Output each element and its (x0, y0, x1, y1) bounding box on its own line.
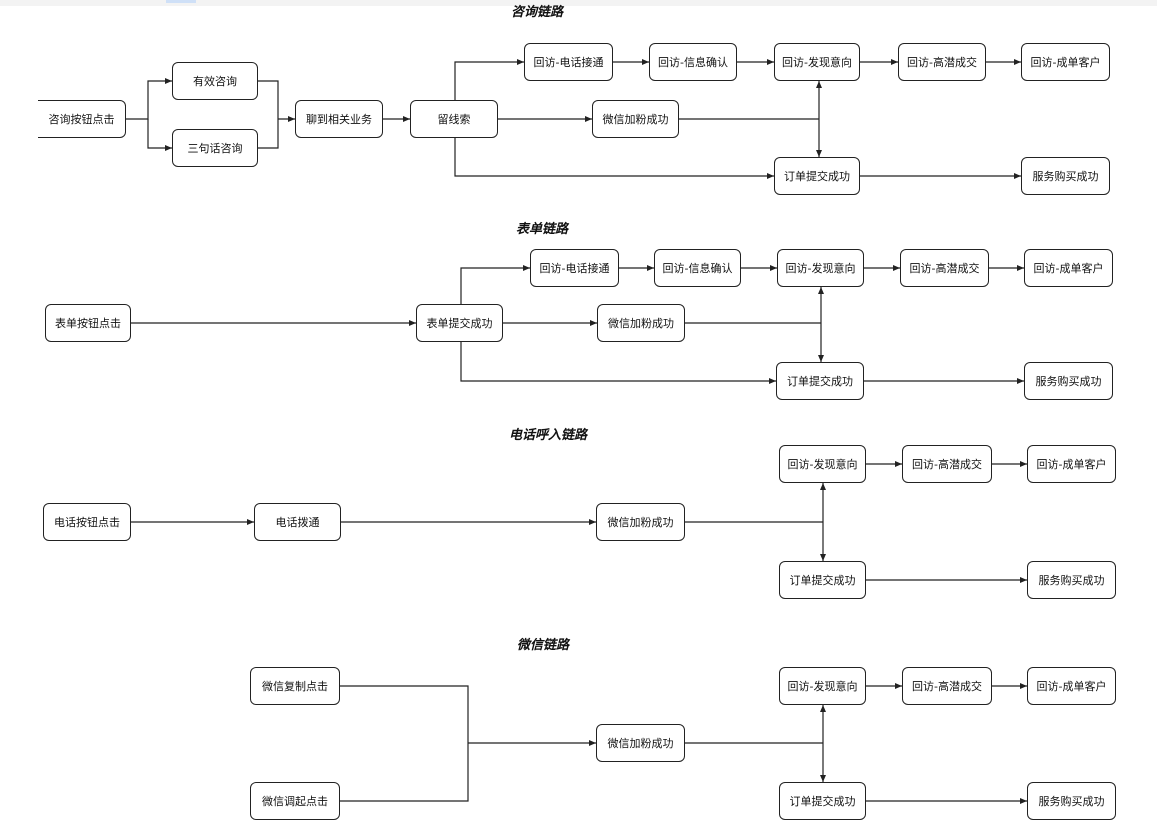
node-find-intent: 回访-发现意向 (779, 667, 866, 705)
top-bar (0, 0, 1157, 6)
node-deal-customer: 回访-成单客户 (1021, 43, 1110, 81)
edge (460, 342, 776, 384)
node-info-confirm: 回访-信息确认 (649, 43, 737, 81)
node-order-submit: 订单提交成功 (779, 561, 866, 599)
node-find-intent: 回访-发现意向 (777, 249, 864, 287)
node-wechat-fans: 微信加粉成功 (596, 724, 685, 762)
node-high-potential: 回访-高潜成交 (902, 667, 992, 705)
edge (258, 80, 279, 149)
node-phone-dial: 电话拨通 (254, 503, 341, 541)
node-high-potential: 回访-高潜成交 (898, 43, 986, 81)
node-phone-connected: 回访-电话接通 (530, 249, 619, 287)
section-title-consult: 咨询链路 (510, 5, 564, 20)
node-phone-click: 电话按钮点击 (43, 503, 131, 541)
node-form-submit: 表单提交成功 (416, 304, 503, 342)
node-service-buy: 服务购买成功 (1027, 561, 1116, 599)
node-order-submit: 订单提交成功 (779, 782, 866, 820)
section-title-form: 表单链路 (515, 222, 569, 237)
node-order-submit: 订单提交成功 (774, 157, 860, 195)
edge (147, 119, 172, 151)
node-phone-connected: 回访-电话接通 (524, 43, 613, 81)
node-service-buy: 服务购买成功 (1024, 362, 1113, 400)
node-deal-customer: 回访-成单客户 (1027, 445, 1116, 483)
edge (454, 138, 774, 179)
node-wechat-fans: 微信加粉成功 (597, 304, 685, 342)
node-chat-business: 聊到相关业务 (295, 100, 383, 138)
edge (340, 685, 469, 802)
node-high-potential: 回访-高潜成交 (900, 249, 989, 287)
node-valid-consult: 有效咨询 (172, 62, 258, 100)
node-wechat-copy-click: 微信复制点击 (250, 667, 340, 705)
node-find-intent: 回访-发现意向 (774, 43, 860, 81)
node-leave-lead: 留线索 (410, 100, 498, 138)
tab-indicator (166, 0, 196, 3)
node-high-potential: 回访-高潜成交 (902, 445, 992, 483)
section-title-wechat: 微信链路 (516, 638, 570, 653)
node-find-intent: 回访-发现意向 (779, 445, 866, 483)
node-wechat-fans: 微信加粉成功 (592, 100, 679, 138)
edge (454, 59, 524, 100)
edge (460, 265, 530, 304)
node-info-confirm: 回访-信息确认 (654, 249, 741, 287)
node-form-click: 表单按钮点击 (45, 304, 131, 342)
node-wechat-fans: 微信加粉成功 (596, 503, 685, 541)
section-title-phone: 电话呼入链路 (508, 428, 588, 443)
node-deal-customer: 回访-成单客户 (1027, 667, 1116, 705)
node-order-submit: 订单提交成功 (776, 362, 864, 400)
node-wechat-invoke-click: 微信调起点击 (250, 782, 340, 820)
node-service-buy: 服务购买成功 (1027, 782, 1116, 820)
edge (126, 78, 172, 120)
node-service-buy: 服务购买成功 (1021, 157, 1110, 195)
node-deal-customer: 回访-成单客户 (1024, 249, 1113, 287)
node-three-sentence-consult: 三句话咨询 (172, 129, 258, 167)
node-consult-click: 咨询按钮点击 (38, 100, 126, 138)
